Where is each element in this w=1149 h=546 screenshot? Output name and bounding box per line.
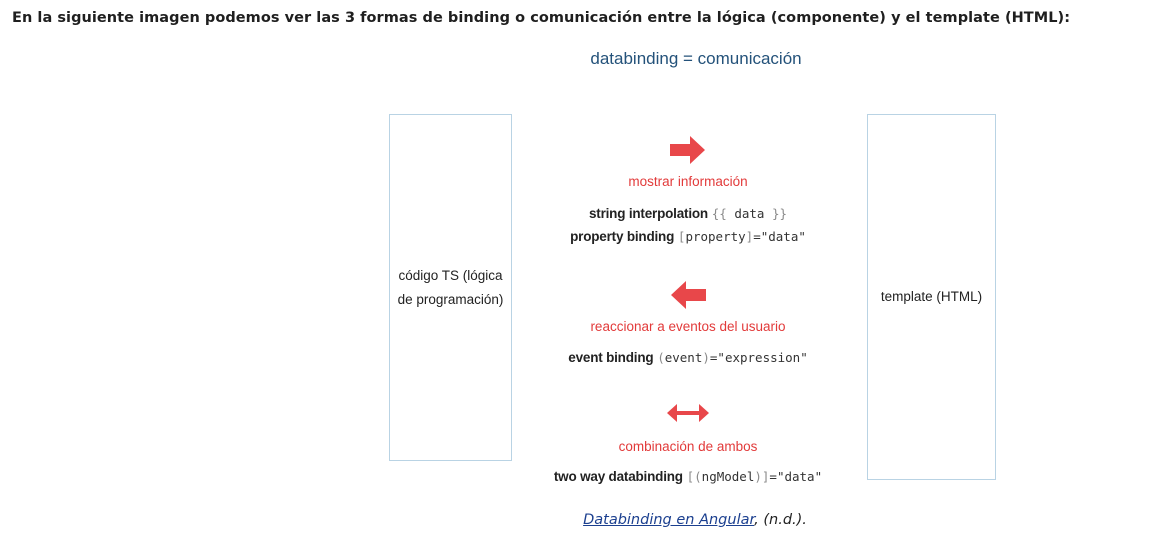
section-show-info: mostrar información string interpolation… [520,134,856,254]
ts-code-label-line1: código TS (lógica [398,267,503,283]
section-two-way: combinación de ambos two way databinding… [520,402,856,492]
section-caption: mostrar información [628,174,748,189]
binding-name: two way databinding [553,469,683,484]
ts-code-box: código TS (lógica de programación) [389,114,512,461]
citation: Databinding en Angular, (n.d.). [400,512,990,528]
arrow-both-icon [667,404,709,422]
section-caption: reaccionar a eventos del usuario [590,319,786,334]
figure-title: databinding = comunicación [590,49,802,68]
template-box: template (HTML) [867,114,996,480]
two-way-binding-line: two way databinding [(ngModel)]="data" [520,469,856,484]
binding-syntax: {{ data }} [711,206,788,221]
binding-name: event binding [568,350,654,365]
binding-syntax: [property]="data" [677,229,806,244]
ts-code-label-line2: de programación) [397,291,504,307]
property-binding-line: property binding [property]="data" [520,229,856,244]
arrow-right-icon [670,136,705,164]
binding-name: property binding [570,229,675,244]
event-binding-line: event binding (event)="expression" [520,350,856,365]
section-user-events: reaccionar a eventos del usuario event b… [520,279,856,379]
arrow-left-icon [671,281,706,309]
citation-suffix: , (n.d.). [754,512,807,528]
section-caption: combinación de ambos [618,439,758,454]
binding-syntax: (event)="expression" [657,350,808,365]
template-label: template (HTML) [880,289,983,304]
binding-name: string interpolation [588,206,708,221]
string-interpolation-line: string interpolation {{ data }} [520,206,856,221]
citation-link[interactable]: Databinding en Angular [583,512,755,528]
intro-text: En la siguiente imagen podemos ver las 3… [12,10,1071,26]
binding-syntax: [(ngModel)]="data" [686,469,823,484]
